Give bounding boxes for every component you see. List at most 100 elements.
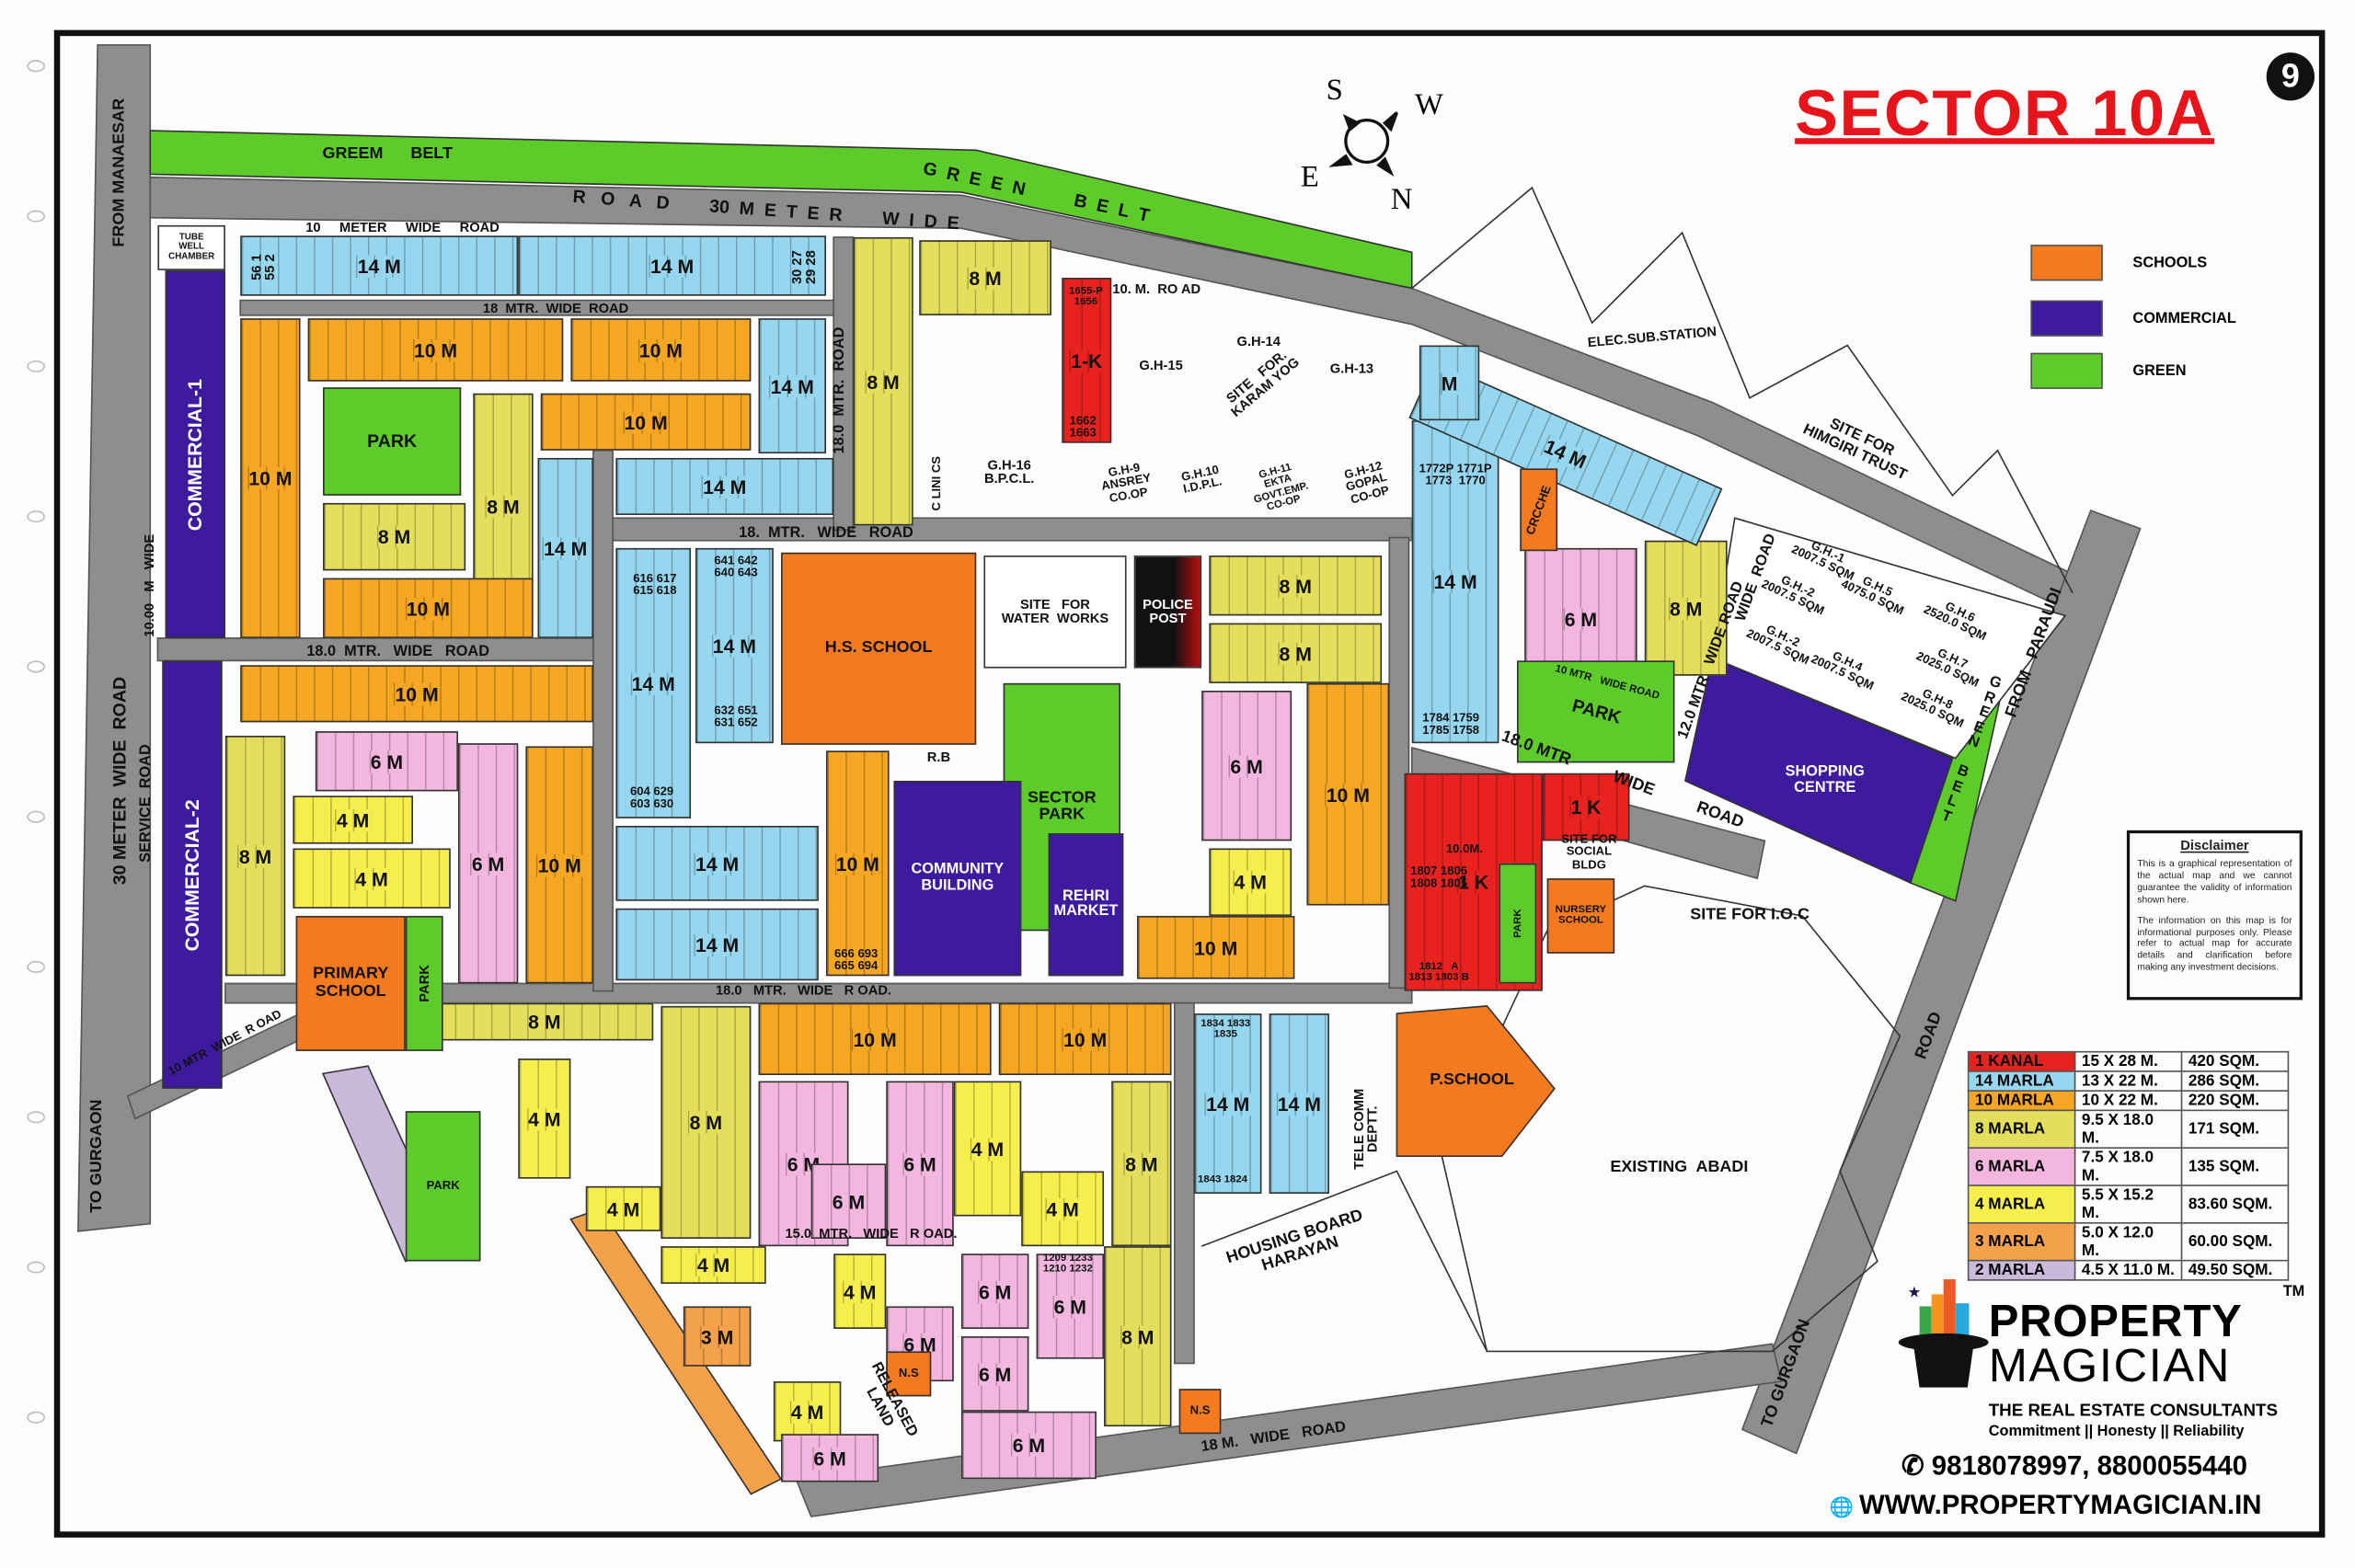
map-label: 1772P 1771P 1773 1770 [1419,462,1492,488]
plot-block-10-marla: 10 M [1306,682,1390,906]
plot-dimensions: 7.5 X 18.0 M. [2074,1147,2183,1186]
map-border [53,29,2326,1538]
plot-size-label: 10 M [622,410,670,434]
site-park: PARK [1499,863,1537,984]
paraudi-road [1740,509,2142,1455]
plot-block-14-marla: 14 M [615,547,692,818]
brand-logo: ★ PROPERTY MAGICIAN TM THE REAL ESTATE C… [1830,1276,2304,1532]
site-n-s: N.S [886,1351,932,1397]
plot-size-label: 8 M [376,525,412,548]
globe-icon: 🌐 [1829,1495,1859,1518]
plot-size-label: 8 M [1277,574,1314,597]
site-park: PARK [323,387,462,496]
left-30m-road [77,44,152,1232]
plot-block-10-marla: 10 M [825,750,890,977]
plot-size-label: 4 M [335,808,371,831]
binding-hole [27,810,45,823]
site-label: COMMERCIAL-1 [183,378,206,531]
plot-size-label: 8 M [865,370,902,393]
map-label: 18.0 MTR. WIDE R OAD. [715,982,892,998]
site-label: N.S [898,1366,919,1380]
map-label: 1812 A 1813 1803 B [1408,961,1469,984]
plot-block-14-marla: 14 M [518,235,826,296]
compass-e: E [1301,160,1319,193]
plot-size-label: 10 M [393,682,441,705]
plot-category: 1 KANAL [1967,1050,2076,1072]
site-tube-well-chamber: TUBE WELL CHAMBER [157,224,225,270]
plot-area: 135 SQM. [2180,1147,2290,1186]
plot-block-10-marla: 10 M [307,318,564,382]
site-label: PARK [367,430,418,452]
plot-block-8-marla: 8 M [323,502,466,571]
plot-size-label: 6 M [1228,754,1265,777]
plot-size-label: 4 M [970,1137,1005,1161]
road-18m-c [156,637,602,662]
website[interactable]: 🌐 WWW.PROPERTYMAGICIAN.IN [1830,1490,2262,1521]
plot-dimensions: 13 X 22 M. [2074,1070,2183,1092]
green-belt-top [149,130,1413,290]
plot-block-6-marla: 6 M [781,1434,879,1482]
map-label: G.H-13 [1329,361,1374,376]
plot-size-label: 14 M [356,254,403,278]
plot-block-8-marla: 8 M [1111,1081,1172,1247]
plot-area: 220 SQM. [2180,1090,2290,1112]
map-label: G.H-14 [1236,333,1281,349]
plot-size-label: 4 M [695,1253,731,1276]
site-label: N.S [1189,1403,1211,1417]
site-n-s: N.S [1178,1389,1222,1435]
map-title: SECTOR 10A [1795,77,2214,151]
plot-block-4-marla: 4 M [293,795,413,844]
map-label: 30 27 29 28 [789,250,819,285]
compass-s: S [1327,74,1343,107]
plot-block-8-marla: 8 M [224,736,286,977]
map-label: FROM MANAESAR [109,97,129,247]
housing-board-boundary [1200,1170,1488,1352]
map-label: TELE COMM DEPTT. [1350,1088,1381,1170]
map-label: 666 693 665 694 [834,946,879,973]
plot-size-label: 6 M [977,1279,1013,1303]
plot-size-label: 8 M [967,266,1004,290]
magic-hat-icon: ★ [1898,1279,1989,1388]
map-label: 1662 1663 [1069,413,1097,441]
map-label: 1843 1824 [1198,1174,1248,1185]
plot-size-label: 6 M [811,1447,848,1470]
plot-size-label: 8 M [237,844,273,867]
map-label: EXISTING ABADI [1610,1158,1749,1176]
plot-block-10-marla: 10 M [323,578,534,638]
plot-size-label: 6 M [1051,1295,1088,1318]
site-label: REHRI MARKET [1053,887,1119,921]
plot-category: 3 MARLA [1967,1222,2076,1262]
map-label: 18. MTR. WIDE ROAD [739,525,913,542]
plot-block-14-marla: 14 M [615,825,819,901]
plot-area: 83.60 SQM. [2180,1185,2290,1224]
plot-block-6-marla: 6 M [960,1253,1029,1329]
legend-label: SCHOOLS [2132,254,2208,271]
plot-size-label: 8 M [1668,596,1705,620]
plot-block-10-marla: 10 M [998,1002,1172,1076]
site-label: PRIMARY SCHOOL [313,964,389,1001]
map-label: 10.0M. [1445,841,1483,856]
plot-block-14-marla: M [1419,345,1480,421]
site-community-building: COMMUNITY BUILDING [893,781,1022,977]
plot-category: 14 MARLA [1967,1070,2076,1092]
plot-size-label: 4 M [789,1400,825,1423]
map-label: SITE FOR SOCIAL BLDG [1561,832,1617,872]
site-police-post: POLICE POST [1133,555,1202,669]
road-vertical-a [592,449,614,992]
map-label: 10. M. RO AD [1112,280,1201,297]
plot-size-label: 14 M [1204,1092,1251,1116]
trademark: TM [2282,1283,2305,1300]
plot-size-label: 4 M [353,866,390,890]
plot-size-label: 14 M [1276,1092,1323,1116]
legend-label: COMMERCIAL [2132,310,2236,327]
plot-dimensions: 5.5 X 15.2 M. [2074,1185,2183,1224]
map-label: 10.00 M WIDE [141,533,157,637]
road-vertical-b [833,236,855,532]
site-label: P.SCHOOL [1430,1070,1514,1090]
plot-block-4-marla: 4 M [585,1185,661,1231]
plot-block-14-marla: 14 M [1411,420,1499,744]
plot-size-label: 8 M [526,1010,563,1034]
plot-block-14-marla: 14 M [1269,1013,1329,1194]
brand-name-line2: MAGICIAN [1988,1339,2232,1392]
